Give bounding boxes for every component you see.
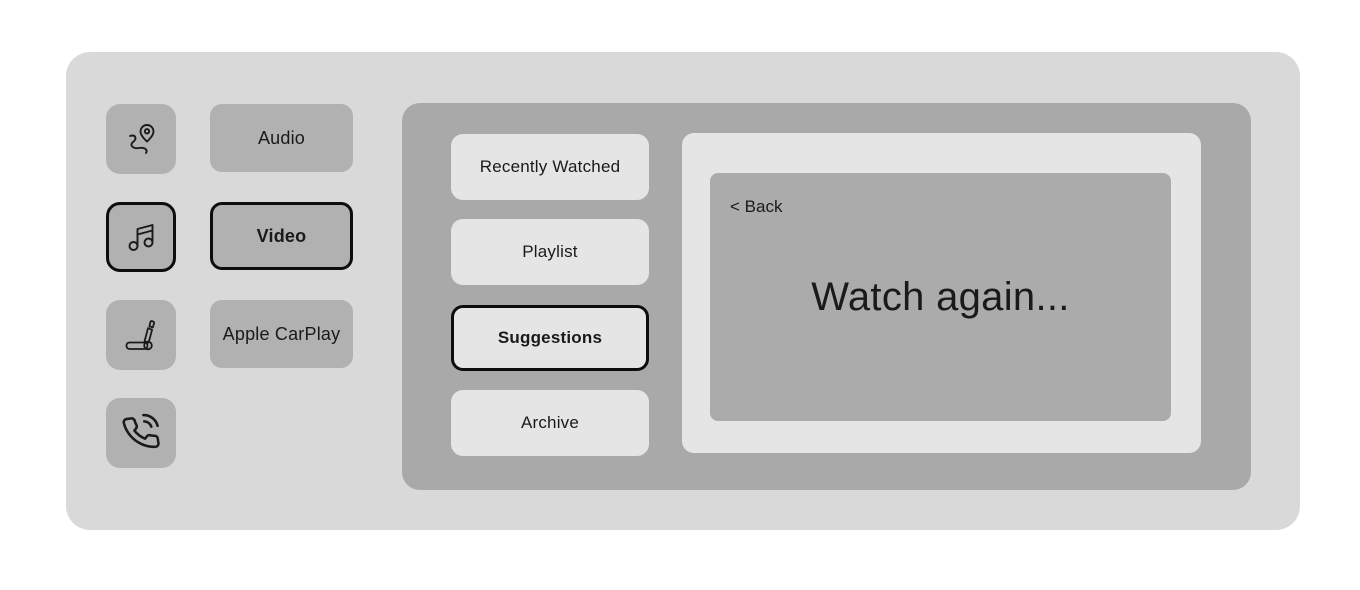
- sub-button-label: Recently Watched: [479, 157, 621, 176]
- watch-again-title: Watch again...: [811, 274, 1070, 319]
- menu-button-label: Audio: [257, 127, 306, 148]
- sub-button-label: Playlist: [522, 242, 578, 261]
- menu-button-apple-carplay[interactable]: Apple CarPlay: [210, 300, 353, 368]
- suggestions-content-panel: < Back Watch again...: [682, 133, 1201, 453]
- back-link[interactable]: < Back: [730, 197, 783, 216]
- video-menu-recently-watched[interactable]: Recently Watched: [451, 134, 649, 200]
- video-panel: Recently Watched Playlist Suggestions Ar…: [402, 103, 1251, 490]
- infotainment-screen: Audio Video Apple CarPlay Recently Watch…: [66, 52, 1300, 530]
- video-menu-archive[interactable]: Archive: [451, 390, 649, 456]
- menu-button-label: Video: [256, 225, 307, 246]
- watch-again-card[interactable]: < Back Watch again...: [710, 173, 1171, 421]
- nav-button-seat[interactable]: [106, 300, 176, 370]
- video-menu-playlist[interactable]: Playlist: [451, 219, 649, 285]
- nav-button-phone[interactable]: [106, 398, 176, 468]
- music-note-icon: [121, 217, 161, 257]
- menu-button-video[interactable]: Video: [210, 202, 353, 270]
- car-seat-icon: [121, 315, 161, 355]
- nav-button-navigation[interactable]: [106, 104, 176, 174]
- menu-button-audio[interactable]: Audio: [210, 104, 353, 172]
- nav-button-media[interactable]: [106, 202, 176, 272]
- menu-button-label: Apple CarPlay: [222, 323, 341, 344]
- sub-button-label: Archive: [520, 413, 580, 432]
- video-menu-suggestions[interactable]: Suggestions: [451, 305, 649, 371]
- navigation-route-icon: [121, 119, 161, 159]
- sub-button-label: Suggestions: [497, 328, 603, 347]
- phone-icon: [122, 413, 160, 452]
